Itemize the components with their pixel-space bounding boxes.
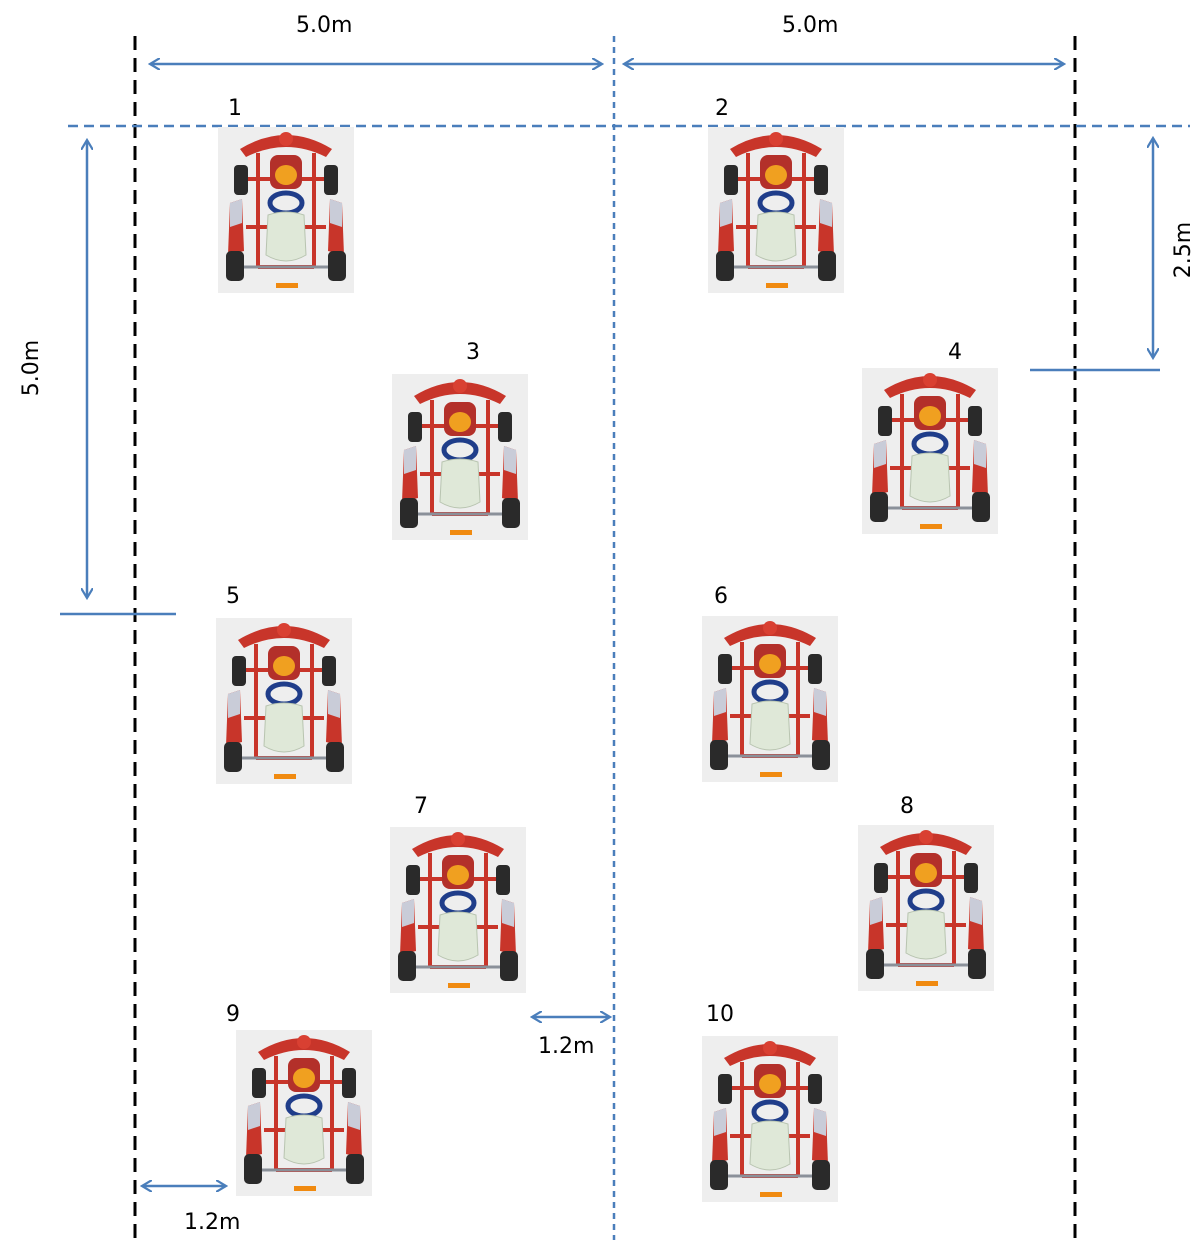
kart-number-9: 9 <box>226 1002 240 1027</box>
edge-gap-label: 1.2m <box>184 1210 241 1235</box>
kart-3 <box>392 374 528 540</box>
kart-10 <box>702 1036 838 1202</box>
kart-number-3: 3 <box>466 340 480 365</box>
kart-1 <box>218 127 354 293</box>
kart-number-1: 1 <box>228 96 242 121</box>
kart-5 <box>216 618 352 784</box>
kart-6 <box>702 616 838 782</box>
kart-number-2: 2 <box>715 96 729 121</box>
kart-number-8: 8 <box>900 794 914 819</box>
kart-8 <box>858 825 994 991</box>
kart-4 <box>862 368 998 534</box>
kart-number-6: 6 <box>714 584 728 609</box>
kart-number-4: 4 <box>948 340 962 365</box>
kart-7 <box>390 827 526 993</box>
center-gap-label: 1.2m <box>538 1034 595 1059</box>
kart-2 <box>708 127 844 293</box>
kart-number-5: 5 <box>226 584 240 609</box>
kart-number-7: 7 <box>414 794 428 819</box>
top-right-width-label: 5.0m <box>782 13 839 38</box>
kart-9 <box>236 1030 372 1196</box>
kart-number-10: 10 <box>706 1002 734 1027</box>
row-spacing-label: 5.0m <box>19 339 44 397</box>
top-left-width-label: 5.0m <box>296 13 353 38</box>
stagger-label: 2.5m <box>1171 221 1196 279</box>
